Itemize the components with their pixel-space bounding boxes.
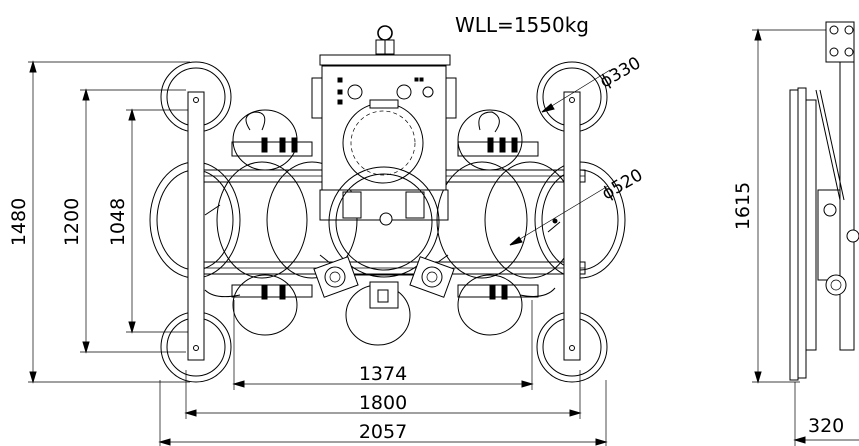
front-view: 1480 1200 1048 1374 1800 2057 — [8, 13, 646, 446]
hoses — [204, 111, 561, 298]
control-box — [311, 65, 457, 191]
horizontal-dimensions — [158, 300, 608, 446]
side-view — [752, 21, 859, 446]
dim-overall-height: 1480 — [8, 198, 30, 246]
top-beam — [319, 54, 451, 66]
valve-manifolds — [231, 137, 539, 300]
dim-pad-height: 1200 — [61, 198, 83, 246]
diameter-leaders — [509, 69, 611, 246]
lifting-hook — [375, 25, 395, 55]
side-beams — [187, 91, 581, 361]
dim-pad-width: 1800 — [359, 392, 407, 414]
dim-small-pad-diameter: ϕ330 — [597, 53, 645, 92]
dim-inner-width: 1374 — [359, 363, 407, 385]
dim-side-height: 1615 — [732, 182, 754, 230]
dim-overall-width: 2057 — [359, 421, 407, 443]
gear-motors — [313, 256, 455, 309]
dim-inner-height: 1048 — [107, 198, 129, 246]
vertical-dimensions — [28, 60, 190, 384]
dim-side-depth: 320 — [808, 415, 844, 437]
load-limit-label: WLL=1550kg — [455, 13, 589, 37]
